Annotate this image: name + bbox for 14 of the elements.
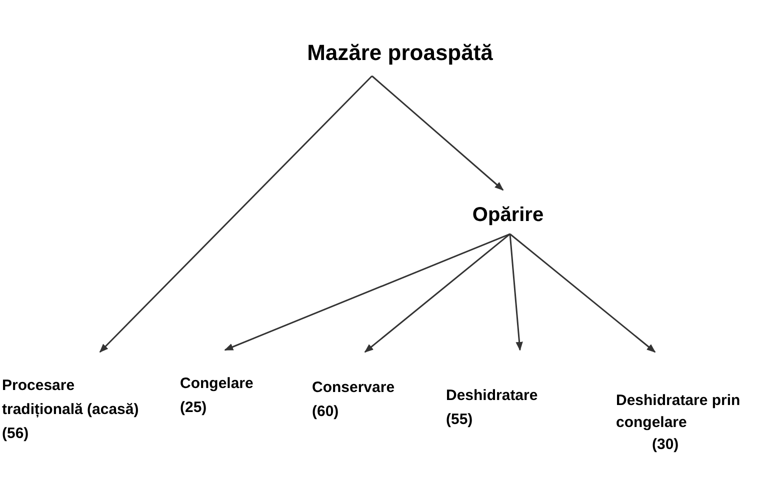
arrow	[372, 75, 504, 191]
step-label: Mazăre proaspătă	[306, 39, 494, 67]
step-label: Opărire	[471, 203, 545, 228]
step-label: Deshidratare (55)	[446, 386, 539, 430]
arrow	[364, 233, 510, 353]
arrow	[510, 233, 656, 353]
arrow	[509, 234, 523, 351]
step-label: Deshidratare prin congelare	[616, 391, 742, 433]
arrow	[224, 233, 510, 351]
step-label: Conservare (60)	[312, 378, 396, 422]
step-label: (30)	[651, 435, 680, 455]
arrow	[99, 75, 373, 353]
step-label: Procesare tradițională (acasă) (56)	[2, 376, 140, 444]
step-label: Congelare (25)	[180, 374, 254, 418]
